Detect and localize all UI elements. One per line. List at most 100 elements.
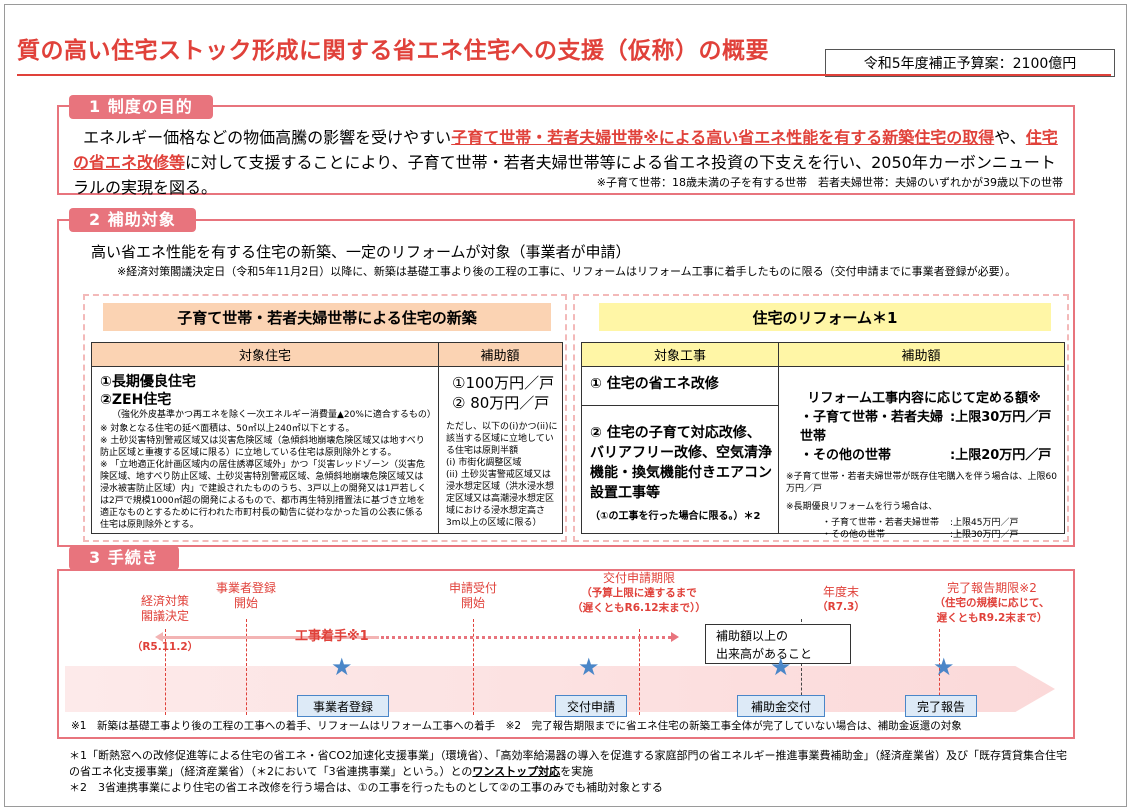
new-build-table: 対象住宅 補助額 ①長期優良住宅 ②ZEH住宅 （強化外皮基準かつ再エネを除く一… bbox=[91, 342, 563, 534]
star-icon: ★ bbox=[933, 653, 955, 681]
purpose-text-a: エネルギー価格などの物価高騰の影響を受けやすい bbox=[83, 128, 452, 147]
footer-note-1-text: ＊1「断熱窓への改修促進等による住宅の省エネ・省CO2加速化支援事業」（環境省）… bbox=[69, 749, 1067, 778]
reform-amount-note-2: ※長期優良リフォームを行う場合は、 bbox=[786, 502, 938, 512]
step-subsidy-payment: 補助金交付 bbox=[737, 695, 825, 717]
reform-item-2-note: （①の工事を行った場合に限る。）＊2 bbox=[590, 511, 761, 522]
milestone-application-deadline-sub: （予算上限に達するまで （遅くともR6.12末まで）） bbox=[572, 587, 706, 614]
new-build-panel: 子育て世帯・若者夫婦世帯による住宅の新築 対象住宅 補助額 ①長期優良住宅 ②Z… bbox=[83, 294, 567, 542]
milestone-fiscal-year-end-sub: （R7.3） bbox=[817, 601, 865, 613]
milestone-line-2 bbox=[246, 619, 247, 715]
footer-note-1-bold: ワンストップ対応 bbox=[472, 765, 561, 778]
star-icon: ★ bbox=[770, 653, 792, 681]
reform-amount-note-3-label: ・子育て世帯・若者夫婦世帯 bbox=[822, 518, 940, 528]
new-build-target-cell: ①長期優良住宅 ②ZEH住宅 （強化外皮基準かつ再エネを除く一次エネルギー消費量… bbox=[100, 373, 436, 531]
reform-table: 対象工事 補助額 ① 住宅の省エネ改修 ② 住宅の子育て対応改修、バリアフリー改… bbox=[581, 342, 1065, 540]
new-build-col-amount: 補助額 bbox=[438, 343, 562, 367]
amount-long-life: ①100万円／戸 bbox=[452, 374, 555, 392]
step-grant-application: 交付申請 bbox=[555, 695, 627, 717]
new-build-note-2: ※ 土砂災害特別警戒区域又は災害危険区域（急傾斜地崩壊危険区域又は地すべり防止区… bbox=[100, 436, 425, 458]
section-eligibility: 高い省エネ性能を有する住宅の新築、一定のリフォームが対象（事業者が申請） ※経済… bbox=[57, 219, 1075, 547]
purpose-text-c: や、 bbox=[994, 128, 1026, 147]
section-label-purpose: 1 制度の目的 bbox=[69, 95, 213, 119]
purpose-note: ※子育て世帯：18歳未満の子を有する世帯 若者夫婦世帯：夫婦のいずれかが39歳以… bbox=[596, 176, 1063, 189]
milestone-completion-deadline-sub: （住宅の規模に応じて、 遅くともR9.2末まで） bbox=[934, 597, 1050, 624]
procedure-footnote: ※1 新築は基礎工事より後の工程の工事への着手、リフォームはリフォーム工事への着… bbox=[71, 720, 962, 732]
amount-half-note: ただし、以下の(i)かつ(ii)に該当する区域に立地している住宅は原則半額 (i… bbox=[446, 422, 558, 528]
reform-amount-note-4-value: :上限30万円／戸 bbox=[950, 530, 1019, 540]
milestone-fiscal-year-end-label: 年度末 bbox=[822, 585, 859, 599]
construction-arrow-head-right bbox=[671, 632, 679, 642]
footer-note-1-end: を実施 bbox=[560, 765, 594, 778]
reform-amount-note-4-label: ・その他の世帯 bbox=[822, 530, 886, 540]
milestone-line-6 bbox=[939, 629, 940, 715]
reform-amount-row-2-label: ・その他の世帯 bbox=[800, 448, 892, 463]
section-label-eligibility: 2 補助対象 bbox=[69, 208, 196, 232]
title-rule bbox=[17, 74, 1111, 76]
star-icon: ★ bbox=[578, 653, 600, 681]
reform-panel: 住宅のリフォーム＊1 対象工事 補助額 ① 住宅の省エネ改修 ② 住宅の子育て対… bbox=[573, 294, 1069, 542]
reform-amount-note-1: ※子育て世帯・若者夫婦世帯が既存住宅購入を伴う場合は、上限60万円／戸 bbox=[786, 472, 1057, 494]
purpose-highlight-reform: 住宅の省エネ改修等 bbox=[73, 128, 1058, 172]
milestone-line-4 bbox=[639, 629, 640, 715]
reform-heading: 住宅のリフォーム＊1 bbox=[599, 303, 1051, 331]
milestone-line-5 bbox=[801, 619, 802, 715]
reform-amount-title: リフォーム工事内容に応じて定める額※ bbox=[807, 391, 1041, 406]
step-completion-report: 完了報告 bbox=[905, 695, 977, 717]
reform-amount-row-1: ・子育て世帯・若者夫婦世帯 :上限30万円／戸 bbox=[786, 406, 1062, 444]
milestone-cabinet-decision-label: 経済対策 閣議決定 bbox=[140, 594, 189, 623]
section-purpose: エネルギー価格などの物価高騰の影響を受けやすい子育て世帯・若者夫婦世帯※による高… bbox=[57, 105, 1075, 197]
zeh-note: （強化外皮基準かつ再エネを除く一次エネルギー消費量▲20%に適合するもの） bbox=[112, 410, 436, 420]
reform-amount-row-1-value: :上限30万円／戸 bbox=[950, 410, 1052, 425]
reform-amount-note-3-value: :上限45万円／戸 bbox=[950, 518, 1019, 528]
new-build-note-3: ※ 「立地適正化計画区域内の居住誘導区域外」かつ「災害レッドゾーン（災害危険区域… bbox=[100, 460, 427, 530]
milestone-cabinet-decision: 経済対策 閣議決定 （R5.11.2） bbox=[115, 579, 215, 655]
new-build-divider bbox=[438, 343, 439, 533]
amount-zeh: ② 80万円／戸 bbox=[452, 394, 550, 412]
purpose-text: エネルギー価格などの物価高騰の影響を受けやすい子育て世帯・若者夫婦世帯※による高… bbox=[73, 125, 1068, 200]
section-label-procedure: 3 手続き bbox=[69, 546, 179, 570]
page-title: 質の高い住宅ストック形成に関する省エネ住宅への支援（仮称）の概要 bbox=[17, 38, 769, 64]
construction-arrow-head-left bbox=[155, 632, 163, 642]
step-business-registration: 事業者登録 bbox=[297, 695, 389, 717]
construction-line-dotted bbox=[381, 636, 671, 639]
footer-notes: ＊1「断熱窓への改修促進等による住宅の省エネ・省CO2加速化支援事業」（環境省）… bbox=[69, 748, 1069, 796]
star-icon: ★ bbox=[331, 653, 353, 681]
reform-row-divider bbox=[582, 405, 778, 406]
milestone-completion-deadline-label: 完了報告期限※2 bbox=[947, 581, 1037, 595]
milestone-application-deadline: 交付申請期限 （予算上限に達するまで （遅くともR6.12末まで）） bbox=[569, 571, 709, 616]
reform-amount-row-2: ・その他の世帯 :上限20万円／戸 bbox=[786, 444, 1062, 463]
footer-note-1: ＊1「断熱窓への改修促進等による住宅の省エネ・省CO2加速化支援事業」（環境省）… bbox=[69, 748, 1069, 780]
new-build-note-1: ※ 対象となる住宅の延べ面積は、50㎡以上240㎡以下とする。 bbox=[100, 424, 355, 434]
eligibility-note: ※経済対策閣議決定日（令和5年11月2日）以降に、新築は基礎工事より後の工程の工… bbox=[117, 265, 1017, 278]
item-long-life-housing: ①長期優良住宅 bbox=[100, 374, 196, 390]
document-page: 質の高い住宅ストック形成に関する省エネ住宅への支援（仮称）の概要 令和5年度補正… bbox=[4, 4, 1127, 807]
milestone-application-start: 申請受付 開始 bbox=[448, 581, 497, 610]
item-zeh-housing: ②ZEH住宅 bbox=[100, 392, 172, 408]
reform-amount-note-4: ・その他の世帯 :上限30万円／戸 bbox=[786, 529, 1062, 541]
milestone-application-deadline-label: 交付申請期限 bbox=[602, 571, 675, 585]
new-build-heading: 子育て世帯・若者夫婦世帯による住宅の新築 bbox=[103, 303, 551, 331]
construction-line-solid bbox=[159, 636, 379, 639]
reform-col-target: 対象工事 bbox=[582, 343, 778, 367]
reform-amount-cell: リフォーム工事内容に応じて定める額※ ・子育て世帯・若者夫婦世帯 :上限30万円… bbox=[786, 387, 1062, 541]
reform-item-energy: ① 住宅の省エネ改修 bbox=[590, 376, 719, 392]
purpose-highlight-new-build: 子育て世帯・若者夫婦世帯※による高い省エネ性能を有する新築住宅の取得 bbox=[451, 128, 995, 147]
milestone-line-1 bbox=[165, 629, 166, 715]
reform-amount-row-1-label: ・子育て世帯・若者夫婦世帯 bbox=[800, 410, 944, 444]
reform-amount-row-2-value: :上限20万円／戸 bbox=[950, 448, 1052, 463]
milestone-fiscal-year-end: 年度末 （R7.3） bbox=[811, 585, 871, 615]
footer-note-2: ＊2 3省連携事業により住宅の省エネ改修を行う場合は、①の工事を行ったものとして… bbox=[69, 781, 663, 794]
milestone-business-registration: 事業者登録 開始 bbox=[215, 581, 276, 610]
progress-callout: 補助額以上の 出来高があること bbox=[705, 624, 851, 664]
reform-col-amount: 補助額 bbox=[778, 343, 1064, 367]
milestone-completion-deadline: 完了報告期限※2 （住宅の規模に応じて、 遅くともR9.2末まで） bbox=[917, 581, 1067, 626]
milestone-cabinet-decision-date: （R5.11.2） bbox=[131, 641, 199, 653]
milestone-line-3 bbox=[473, 619, 474, 715]
reform-item-2-cell: ② 住宅の子育て対応改修、バリアフリー改修、空気清浄機能・換気機能付きエアコン設… bbox=[590, 423, 774, 522]
eligibility-lead: 高い省エネ性能を有する住宅の新築、一定のリフォームが対象（事業者が申請） bbox=[91, 243, 631, 261]
new-build-amount-cell: ①100万円／戸 ② 80万円／戸 ただし、以下の(i)かつ(ii)に該当する区… bbox=[446, 373, 558, 529]
purpose-text-e: に対して支援することにより、子育て世帯・若者夫婦世帯等による省エネ投資の下支えを… bbox=[73, 153, 1056, 197]
reform-item-childcare: ② 住宅の子育て対応改修、バリアフリー改修、空気清浄機能・換気機能付きエアコン設… bbox=[590, 425, 772, 501]
section-procedure: 経済対策 閣議決定 （R5.11.2） 事業者登録 開始 申請受付 開始 交付申… bbox=[57, 569, 1075, 739]
construction-start-label: 工事着手※1 bbox=[295, 629, 369, 644]
